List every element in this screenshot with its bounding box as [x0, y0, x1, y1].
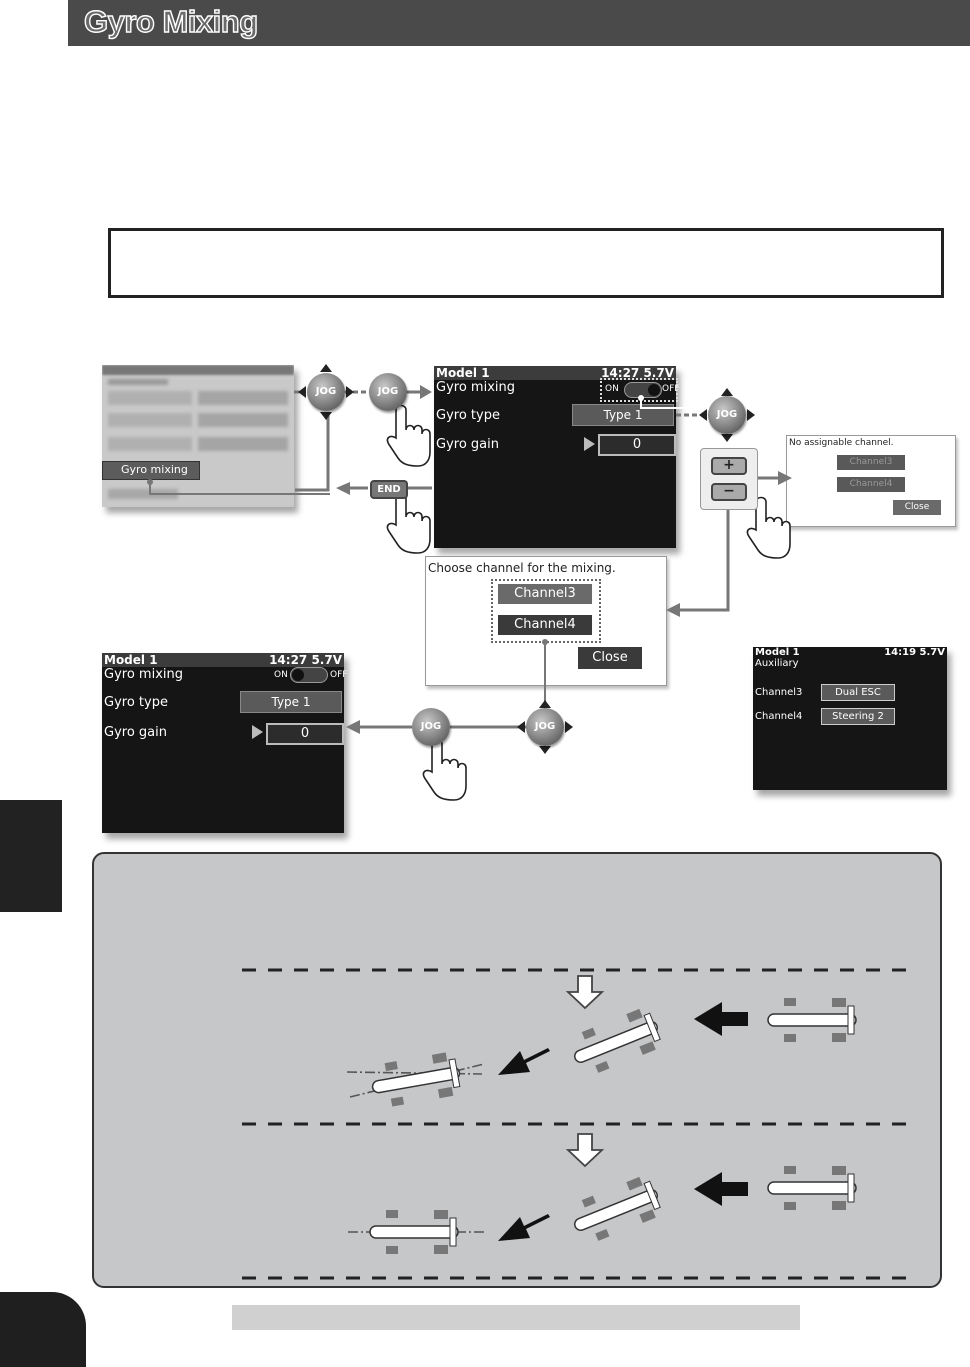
- gyro-type-button[interactable]: Type 1: [572, 404, 674, 426]
- on-off-toggle[interactable]: [290, 667, 328, 683]
- auxiliary-screen: Model 1 14:19 5.7V Auxiliary Channel3 Du…: [753, 647, 947, 790]
- gyro-gain-value[interactable]: 0: [598, 434, 676, 456]
- close-button[interactable]: Close: [893, 500, 941, 515]
- caption-bar: [232, 1305, 800, 1330]
- gyro-result-screen: Model 1 14:27 5.7V Gyro mixing ON OFF Gy…: [102, 653, 347, 833]
- gyro-type-label: Gyro type: [436, 408, 500, 423]
- gyro-type-label: Gyro type: [104, 695, 168, 710]
- channel3-label: Channel3: [755, 687, 803, 698]
- close-button[interactable]: Close: [578, 647, 642, 669]
- gyro-mixing-screen: Model 1 14:27 5.7V Gyro mixing ON OFF Gy…: [434, 366, 679, 548]
- menu-item-gyro-mixing[interactable]: Gyro mixing: [102, 461, 200, 480]
- jog-button[interactable]: JOG: [412, 708, 450, 746]
- page-title: Gyro Mixing: [83, 3, 259, 39]
- channel4-label: Channel4: [755, 711, 803, 722]
- car-illustration: [242, 968, 912, 1280]
- menu-screen: Gyro mixing: [102, 365, 294, 507]
- gyro-gain-label: Gyro gain: [104, 725, 167, 740]
- screen-header: Model 1 14:27 5.7V: [102, 653, 344, 667]
- channel4-button-disabled: Channel4: [837, 477, 905, 492]
- gyro-mixing-label: Gyro mixing: [104, 667, 183, 682]
- plus-button[interactable]: +: [711, 457, 747, 475]
- plus-minus-panel: + −: [700, 448, 758, 510]
- channel3-value[interactable]: Dual ESC: [821, 684, 895, 701]
- gyro-mixing-label: Gyro mixing: [436, 380, 515, 395]
- gyro-gain-label: Gyro gain: [436, 437, 499, 452]
- title-bar: [68, 0, 970, 46]
- gain-cursor-icon: [584, 437, 595, 451]
- channel3-button[interactable]: Channel3: [498, 584, 592, 604]
- page-number-tab: [0, 1292, 86, 1367]
- end-button[interactable]: END: [370, 480, 408, 499]
- screen-header: Model 1 14:19 5.7V: [755, 647, 945, 658]
- race-car-icon: [369, 998, 857, 1254]
- minus-button[interactable]: −: [711, 483, 747, 501]
- jog-button[interactable]: JOG: [708, 396, 746, 434]
- channel4-value[interactable]: Steering 2: [821, 708, 895, 725]
- jog-button[interactable]: JOG: [307, 373, 345, 411]
- gyro-gain-value[interactable]: 0: [266, 723, 344, 745]
- screen-header: Model 1 14:27 5.7V: [434, 366, 676, 380]
- gain-cursor-icon: [252, 725, 263, 739]
- jog-button[interactable]: JOG: [369, 373, 407, 411]
- jog-button[interactable]: JOG: [526, 708, 564, 746]
- channel4-button[interactable]: Channel4: [498, 615, 592, 635]
- no-channel-dialog: No assignable channel. Channel3 Channel4…: [786, 435, 956, 527]
- aux-title: Auxiliary: [755, 658, 799, 669]
- section-tab: [0, 800, 62, 912]
- channel3-button-disabled: Channel3: [837, 455, 905, 470]
- dialog-title: Choose channel for the mixing.: [428, 561, 616, 575]
- note-box: [108, 228, 944, 298]
- gyro-type-button[interactable]: Type 1: [240, 691, 342, 713]
- on-off-toggle-group[interactable]: ON OFF: [600, 378, 679, 402]
